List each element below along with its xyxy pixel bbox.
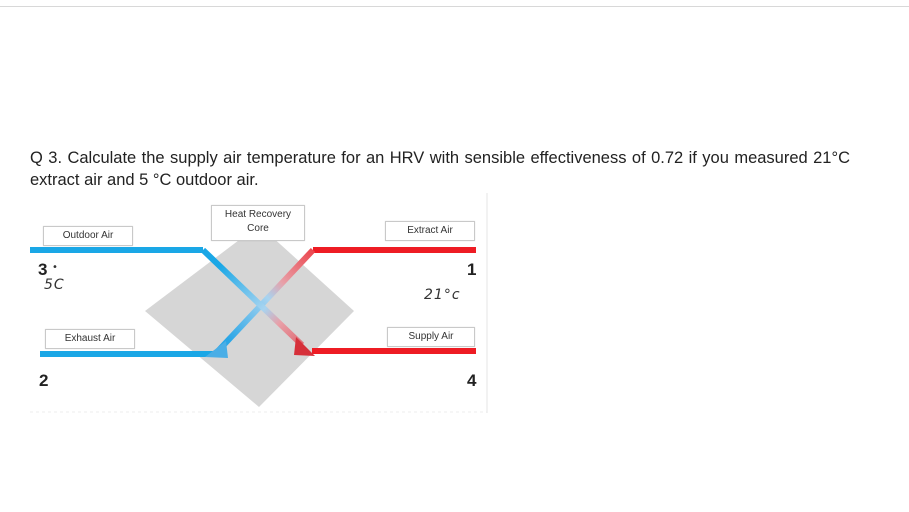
hrv-diagram-graphic <box>30 193 488 413</box>
hrv-diagram: Outdoor Air Heat Recovery Core Extract A… <box>30 193 490 415</box>
station-number-1: 1 <box>467 260 477 279</box>
extract-air-label: Extract Air <box>385 221 475 241</box>
station-number-3: 3 <box>38 260 48 279</box>
supply-air-label: Supply Air <box>387 327 475 347</box>
extract-temp-handwritten: 21°c <box>424 287 461 303</box>
supply-arrowhead <box>294 337 315 356</box>
annotation-dot: • <box>52 262 59 273</box>
outdoor-temp-handwritten: 5C <box>44 277 65 293</box>
exhaust-arrowhead <box>205 341 228 358</box>
question-text: Q 3. Calculate the supply air temperatur… <box>30 149 850 189</box>
exhaust-air-label: Exhaust Air <box>45 329 135 349</box>
outdoor-to-supply-diagonal <box>200 247 305 348</box>
outdoor-air-label: Outdoor Air <box>43 226 133 246</box>
station-number-2: 2 <box>39 371 49 390</box>
extract-to-exhaust-diagonal <box>215 247 316 354</box>
heat-recovery-core-label: Heat Recovery Core <box>211 205 305 241</box>
top-divider <box>0 6 909 7</box>
station-number-4: 4 <box>467 371 477 390</box>
